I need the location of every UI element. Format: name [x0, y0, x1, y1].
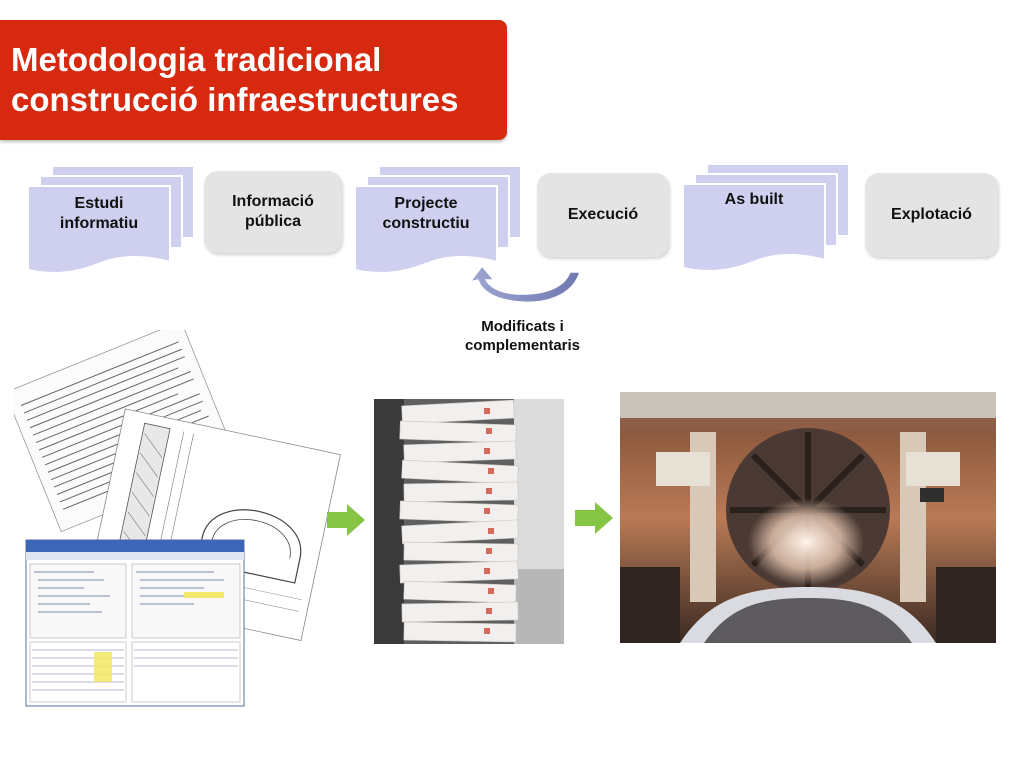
step-estudi-informatiu: Estudi informatiu — [27, 165, 195, 282]
page-title-line-1: Metodologia tradicional — [11, 41, 382, 78]
step-explotacio-label: Explotació — [891, 206, 972, 223]
step-informacio-publica: Informació pública — [204, 171, 342, 253]
step-estudi-line-2: informatiu — [59, 215, 139, 232]
document-stack-icon — [27, 165, 195, 274]
right-arrow-icon — [575, 502, 613, 534]
step-informacio-line-1: Informació — [232, 193, 314, 210]
page-title: Metodologia tradicional construcció infr… — [11, 40, 501, 120]
title-banner — [0, 20, 507, 140]
project-binders-image — [374, 399, 564, 644]
document-stack-icon — [682, 163, 850, 272]
loop-label-line-2: complementaris — [464, 337, 581, 354]
step-execucio: Execució — [537, 173, 669, 257]
step-estudi-line-1: Estudi — [74, 195, 124, 212]
page-title-line-2: construcció infraestructures — [11, 81, 459, 118]
step-as-built: As built — [682, 163, 850, 280]
right-arrow-icon — [327, 504, 365, 536]
curved-arrow-icon — [468, 264, 582, 304]
loop-label-line-1: Modificats i — [481, 318, 564, 335]
step-execucio-label: Execució — [567, 206, 639, 223]
step-projecte-line-1: Projecte — [394, 195, 458, 212]
step-projecte-constructiu: Projecte constructiu — [354, 165, 522, 282]
loop-label: Modificats i complementaris — [450, 317, 595, 355]
documents-and-plans-image — [14, 330, 344, 710]
step-projecte-line-2: constructiu — [382, 215, 470, 232]
step-informacio-line-2: pública — [244, 213, 301, 230]
step-explotacio: Explotació — [865, 173, 998, 257]
document-stack-icon — [354, 165, 522, 274]
step-asbuilt-label: As built — [724, 191, 784, 208]
tunnel-boring-machine-image — [620, 392, 996, 643]
